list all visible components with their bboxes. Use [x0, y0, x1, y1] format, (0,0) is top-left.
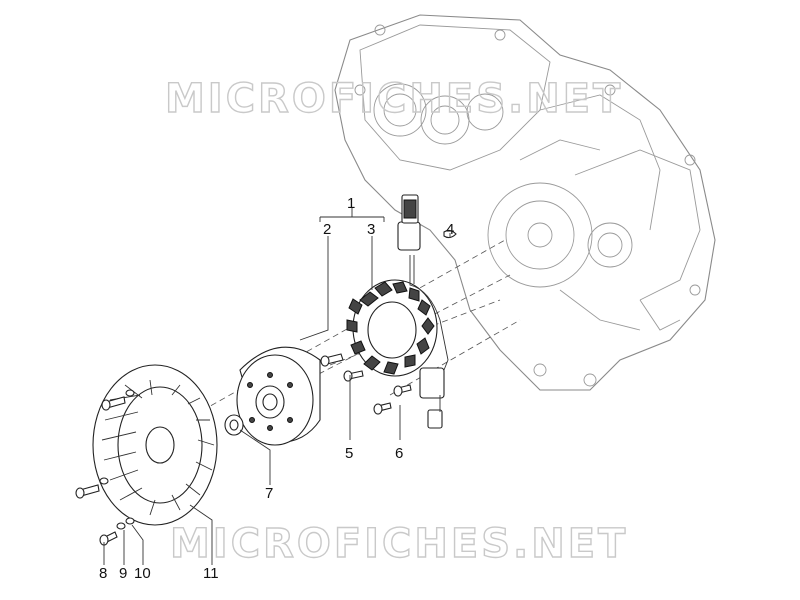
watermark-top: MICROFICHES.NET: [165, 76, 623, 122]
watermark-bottom: MICROFICHES.NET: [170, 521, 628, 567]
washer-part-9: [116, 522, 126, 530]
callout-3: 3: [367, 221, 375, 238]
callout-2: 2: [323, 221, 331, 238]
washer-part-10: [125, 517, 135, 525]
pickup-sensor: [419, 367, 445, 399]
cooling-fan-part-11: [92, 364, 218, 526]
screws-part-6: [373, 384, 412, 415]
callout-1: 1: [347, 195, 355, 212]
engine-crankcase: [334, 14, 716, 391]
leader-lines: [103, 208, 451, 565]
screws-part-5: [320, 353, 364, 382]
harness-connector: [397, 221, 421, 251]
wiring-harness: [397, 194, 449, 429]
callout-10: 10: [134, 565, 151, 582]
callout-11: 11: [203, 565, 219, 582]
callout-9: 9: [119, 565, 127, 582]
nut-part-7: [224, 414, 244, 436]
stator-part-3: [346, 279, 438, 377]
callout-8: 8: [99, 565, 107, 582]
flywheel-rotor-part-2: [236, 346, 321, 446]
callout-7: 7: [265, 485, 273, 502]
callout-4: 4: [446, 221, 454, 238]
callout-6: 6: [395, 445, 403, 462]
callout-5: 5: [345, 445, 353, 462]
